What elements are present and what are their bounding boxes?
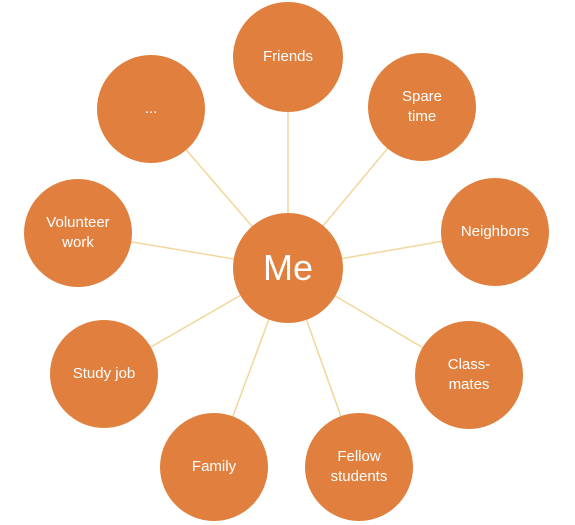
node-neighbors: Neighbors: [441, 178, 549, 286]
center-label: Me: [262, 247, 313, 288]
node-classmates: Class- mates: [415, 321, 523, 429]
node-fellow-students: Fellow students: [305, 413, 413, 521]
node-label: Class- mates: [447, 356, 491, 393]
node-label: Friends: [262, 48, 314, 65]
node-study-job: Study job: [50, 320, 158, 428]
node-label: Study job: [72, 365, 136, 382]
node-label: Family: [191, 458, 237, 475]
node-friends: Friends: [233, 2, 343, 112]
node-label: Neighbors: [460, 223, 530, 240]
node-label: Fellow students: [330, 448, 388, 485]
node-label: ...: [144, 100, 158, 117]
node-label: Spare time: [401, 88, 443, 125]
node-spare-time: Spare time: [368, 53, 476, 161]
node-family: Family: [160, 413, 268, 521]
node-me: Me: [233, 213, 343, 323]
node-label: Volunteer work: [46, 214, 110, 251]
node-volunteer-work: Volunteer work: [24, 179, 132, 287]
node-more: ...: [97, 55, 205, 163]
